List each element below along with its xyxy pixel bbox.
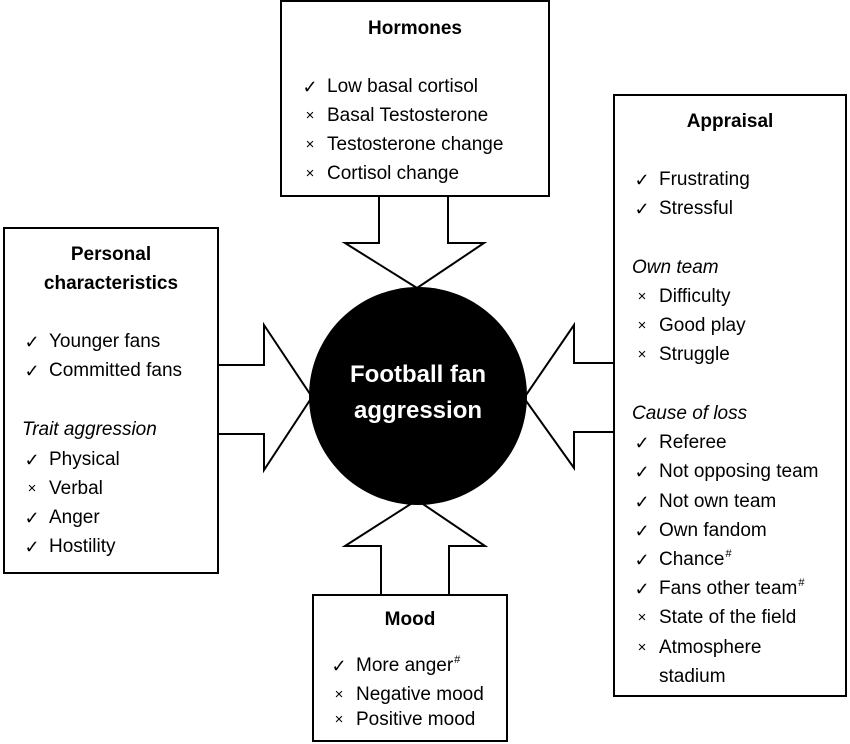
hash-note: #: [454, 654, 461, 666]
appraisal-box: Appraisal ✓ Frustrating ✓ Stressful Own …: [613, 94, 847, 697]
check-icon: ✓: [634, 550, 650, 570]
check-icon: ✓: [634, 433, 650, 453]
check-icon: ✓: [302, 77, 318, 97]
item-label: More anger: [356, 655, 454, 676]
item-text: Verbal: [49, 478, 103, 499]
cross-icon: ×: [334, 686, 344, 703]
item-text: More anger#: [356, 654, 460, 678]
personal-characteristics-box: Personal characteristics ✓ Younger fans …: [3, 227, 219, 574]
item-text: Basal Testosterone: [327, 105, 489, 126]
center-label-line2: aggression: [353, 397, 483, 424]
check-icon: ✓: [24, 537, 40, 557]
check-icon: ✓: [634, 521, 650, 541]
item-text: Fans other team#: [659, 577, 804, 601]
check-icon: ✓: [24, 450, 40, 470]
item-text: Committed fans: [49, 360, 183, 381]
mood-box: Mood ✓ More anger# × Negative mood × Pos…: [312, 594, 508, 742]
cross-icon: ×: [637, 288, 647, 305]
item-text: Frustrating: [659, 169, 750, 190]
cross-icon: ×: [27, 480, 37, 497]
arrow-appraisal-left: [522, 321, 616, 472]
personal-title-line1: Personal: [70, 244, 152, 265]
item-text: Atmosphere: [659, 637, 762, 658]
cross-icon: ×: [637, 346, 647, 363]
cross-icon: ×: [305, 136, 315, 153]
arrow-personal-right: [217, 321, 314, 474]
check-icon: ✓: [331, 656, 347, 676]
check-icon: ✓: [24, 508, 40, 528]
item-text: Referee: [659, 432, 727, 453]
hash-note: #: [798, 577, 805, 589]
hormones-title: Hormones: [368, 18, 462, 39]
appraisal-title: Appraisal: [686, 111, 774, 132]
item-text: State of the field: [659, 607, 797, 628]
item-text: Difficulty: [659, 286, 731, 307]
item-text: Cortisol change: [327, 163, 460, 184]
cross-icon: ×: [334, 711, 344, 728]
check-icon: ✓: [634, 579, 650, 599]
center-label: Football fan aggression: [309, 357, 527, 429]
check-icon: ✓: [24, 332, 40, 352]
item-text: Younger fans: [49, 331, 161, 352]
item-text: Physical: [49, 449, 120, 470]
hash-note: #: [725, 548, 732, 560]
cross-icon: ×: [637, 609, 647, 626]
cross-icon: ×: [305, 107, 315, 124]
personal-title-line2: characteristics: [43, 273, 179, 294]
item-text: Anger: [49, 507, 100, 528]
check-icon: ✓: [634, 170, 650, 190]
cross-icon: ×: [637, 317, 647, 334]
arrow-mood-up: [341, 498, 489, 597]
item-text: Good play: [659, 315, 746, 336]
item-text: Negative mood: [356, 684, 484, 705]
own-team-heading: Own team: [632, 257, 719, 278]
item-text: Hostility: [49, 536, 116, 557]
item-text: Not own team: [659, 491, 777, 512]
item-text: Stressful: [659, 198, 733, 219]
item-text: stadium: [659, 666, 726, 687]
item-text: Positive mood: [356, 709, 476, 730]
center-label-line1: Football fan: [350, 361, 486, 388]
check-icon: ✓: [24, 361, 40, 381]
item-text: Own fandom: [659, 520, 767, 541]
hormones-box: Hormones ✓ Low basal cortisol × Basal Te…: [280, 0, 550, 197]
check-icon: ✓: [634, 199, 650, 219]
mood-title: Mood: [384, 609, 436, 630]
item-text: Struggle: [659, 344, 730, 365]
trait-aggression-heading: Trait aggression: [22, 419, 157, 440]
check-icon: ✓: [634, 492, 650, 512]
item-label: Chance: [659, 549, 725, 570]
item-text: Testosterone change: [327, 134, 504, 155]
cross-icon: ×: [305, 165, 315, 182]
cause-of-loss-heading: Cause of loss: [632, 403, 748, 424]
item-text: Chance#: [659, 548, 732, 572]
check-icon: ✓: [634, 462, 650, 482]
item-text: Low basal cortisol: [327, 76, 479, 97]
item-text: Not opposing team: [659, 461, 819, 482]
item-label: Fans other team: [659, 578, 798, 599]
center-circle: [309, 287, 527, 505]
cross-icon: ×: [637, 639, 647, 656]
arrow-hormones-down: [341, 195, 488, 290]
